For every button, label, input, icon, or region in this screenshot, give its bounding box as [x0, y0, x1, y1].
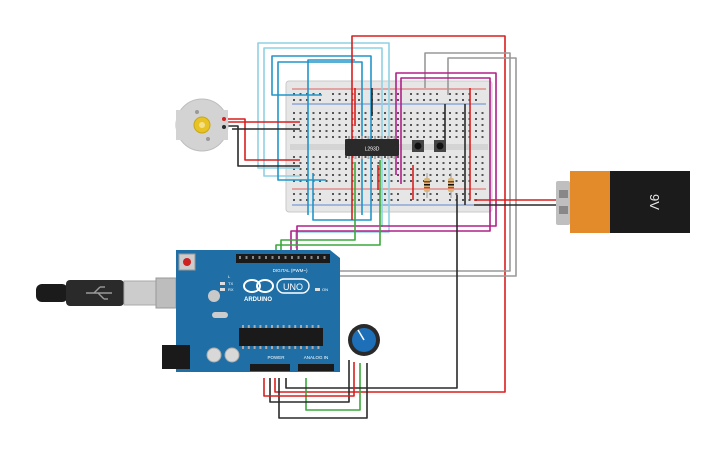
- push-button-2[interactable]: [434, 140, 446, 152]
- digital-header-label: DIGITAL (PWM~): [273, 268, 308, 273]
- wire-blue-2: [277, 61, 363, 215]
- arduino-logo: ARDUINO: [243, 279, 274, 303]
- wire-cyan-2: [263, 47, 383, 227]
- wire-gray-1: [308, 52, 511, 272]
- wire-red-pot: [263, 362, 355, 397]
- wire-red-top: [274, 35, 506, 393]
- push-button-1[interactable]: [412, 140, 424, 152]
- wire-green-2: [280, 162, 356, 252]
- on-label: ON: [322, 287, 328, 292]
- wire-black-1: [285, 195, 458, 389]
- wire-cyan-1: [257, 42, 390, 248]
- atmega-pins: [242, 325, 320, 349]
- battery-label: 9V: [647, 194, 662, 210]
- ic-pins: [348, 136, 396, 159]
- wire-motor-black: [225, 125, 300, 167]
- motor-driver-ic[interactable]: L293D: [345, 136, 399, 159]
- potentiometer[interactable]: [348, 324, 380, 356]
- usb-icon: [86, 286, 112, 300]
- breadboard-holes: [293, 93, 484, 201]
- digital-header-pins: [239, 256, 326, 259]
- arduino-uno[interactable]: DIGITAL (PWM~) ARDUINO UNO TX RX ON L PO…: [162, 250, 340, 372]
- dc-motor[interactable]: [175, 98, 229, 152]
- wire-gray-2: [313, 57, 517, 277]
- reset-button[interactable]: [183, 258, 191, 266]
- power-label: POWER: [267, 355, 285, 360]
- ic-label: L293D: [365, 147, 380, 153]
- tx-label: TX: [228, 281, 233, 286]
- wire-green-1: [275, 160, 381, 252]
- wire-blue-1: [271, 55, 372, 221]
- battery-9v[interactable]: 9V: [556, 171, 690, 233]
- wire-black-3: [269, 360, 350, 403]
- analog-label: ANALOG IN: [304, 355, 329, 360]
- wire-motor-red: [225, 118, 300, 161]
- resistor-2[interactable]: [448, 173, 454, 198]
- arduino-model: UNO: [283, 282, 303, 292]
- wire-magenta-2: [290, 77, 491, 252]
- wires: [225, 35, 556, 419]
- wire-green-3: [305, 363, 361, 411]
- arduino-logo-text: ARDUINO: [244, 297, 272, 303]
- resistor-1[interactable]: [424, 173, 430, 198]
- l-label: L: [228, 274, 231, 279]
- usb-cable: [36, 277, 177, 309]
- rx-label: RX: [228, 287, 234, 292]
- wire-black-2: [278, 363, 368, 419]
- wire-blue-3: [307, 59, 355, 215]
